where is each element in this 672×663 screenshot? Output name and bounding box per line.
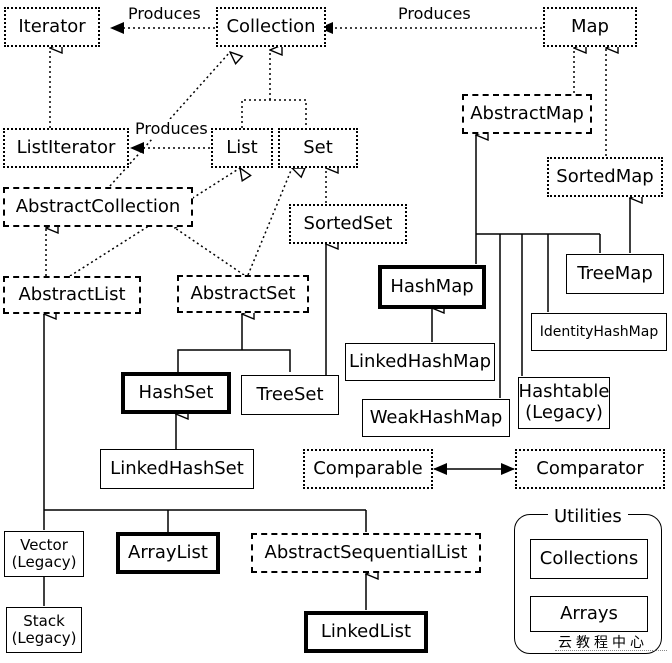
linkedhashmap-box: LinkedHashMap: [345, 343, 495, 381]
hashtable-legacy-note: (Legacy): [525, 402, 603, 423]
abstractlist-box: AbstractList: [3, 276, 141, 314]
hashtable-box: Hashtable (Legacy): [518, 377, 610, 429]
produces-label: Produces: [396, 4, 473, 23]
vector-legacy-note: (Legacy): [11, 553, 77, 571]
linkedlist-box: LinkedList: [304, 611, 428, 653]
abstractsequentiallist-box: AbstractSequentialList: [251, 533, 481, 573]
produces-label: Produces: [126, 4, 203, 23]
set-box: Set: [278, 128, 358, 168]
list-set-collection-link: [241, 99, 307, 128]
collections-box: Collections: [530, 539, 648, 579]
comparator-box: Comparator: [515, 449, 665, 489]
hashtable-name: Hashtable: [518, 381, 610, 403]
watermark: 云教程中心: [558, 632, 648, 652]
iterator-box: Iterator: [4, 7, 100, 47]
sortedmap-box: SortedMap: [547, 157, 663, 197]
abstractset-box: AbstractSet: [177, 275, 309, 313]
stack-legacy-note: (Legacy): [11, 629, 77, 647]
hashset-box: HashSet: [121, 372, 231, 414]
vector-name: Vector: [20, 535, 68, 554]
produces-label: Produces: [133, 119, 210, 138]
abstractcollection-box: AbstractCollection: [3, 187, 193, 227]
watermark-underline: [555, 650, 667, 659]
abstractset-set-link: [247, 168, 292, 276]
linkedhashset-box: LinkedHashSet: [100, 449, 254, 489]
utilities-title: Utilities: [548, 506, 628, 527]
hashmap-box: HashMap: [378, 265, 486, 309]
comparable-box: Comparable: [303, 449, 433, 489]
map-box: Map: [543, 7, 637, 47]
stack-box: Stack (Legacy): [6, 607, 82, 653]
vector-box: Vector (Legacy): [4, 531, 84, 577]
arraylist-box: ArrayList: [116, 532, 220, 574]
list-box: List: [211, 128, 273, 168]
treemap-box: TreeMap: [566, 254, 664, 294]
arrays-box: Arrays: [530, 596, 648, 632]
listiterator-box: ListIterator: [3, 128, 129, 168]
abstractset-abstractcollection-link: [175, 228, 245, 276]
identityhashmap-box: IdentityHashMap: [531, 313, 667, 351]
treeset-box: TreeSet: [241, 375, 339, 415]
sortedset-box: SortedSet: [289, 204, 407, 244]
stack-name: Stack: [23, 611, 65, 630]
abstractmap-box: AbstractMap: [462, 94, 592, 134]
weakhashmap-box: WeakHashMap: [362, 399, 510, 437]
collection-box: Collection: [216, 7, 326, 47]
sets-abstractset-link: [177, 349, 291, 372]
